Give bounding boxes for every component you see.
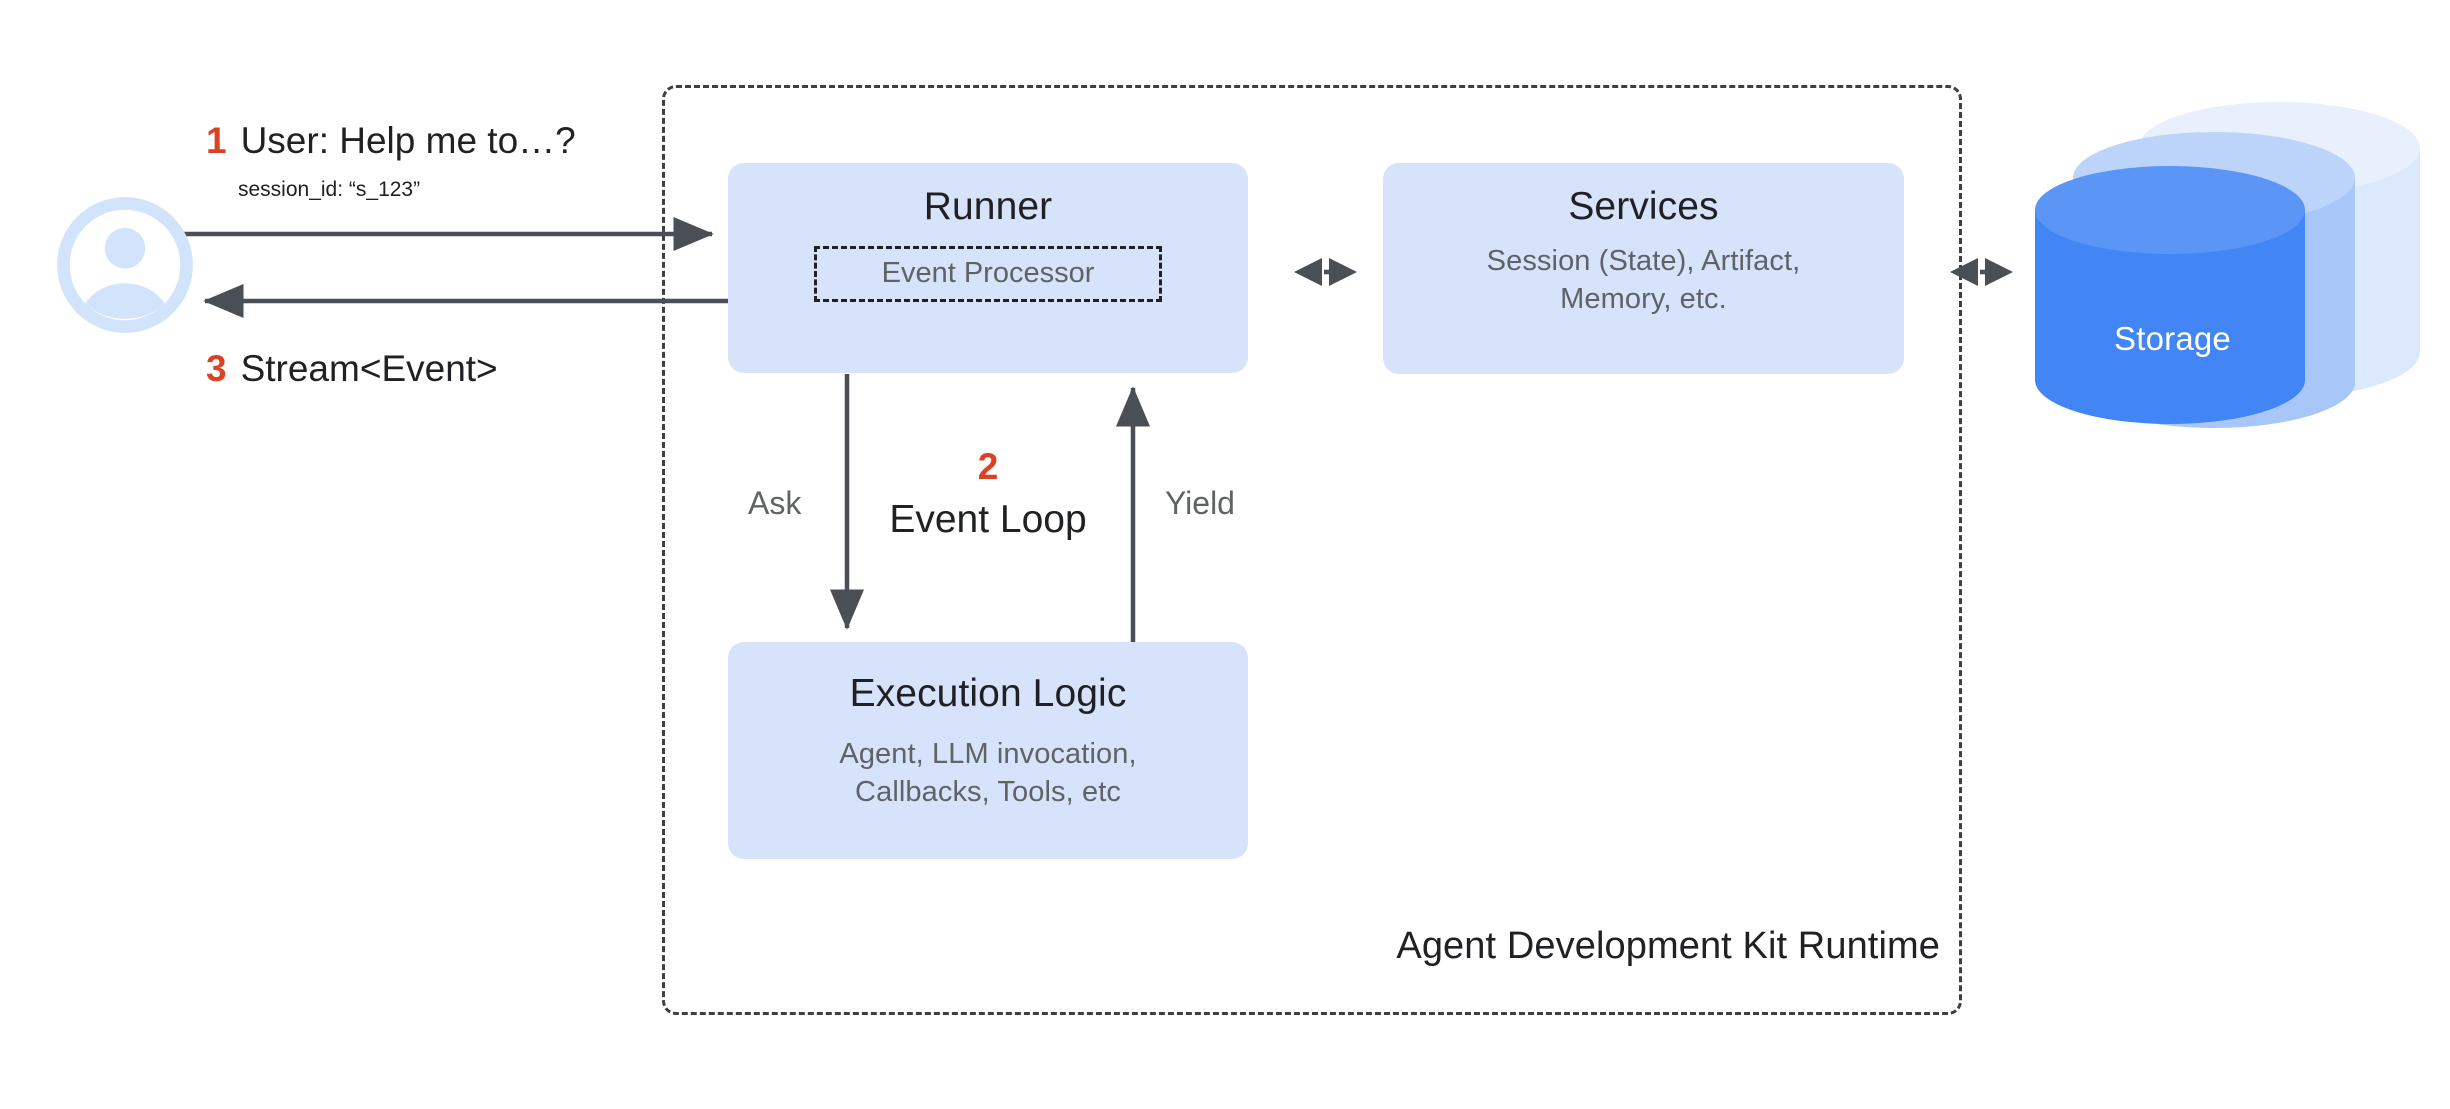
services-node[interactable]: Services Session (State), Artifact, Memo… [1383,163,1904,374]
yield-edge-label: Yield [1165,485,1235,521]
stream-response-text: Stream<Event> [240,348,498,389]
event-processor-chip[interactable]: Event Processor [814,245,1162,302]
event-loop-annotation: 2 Event Loop [855,448,1121,542]
event-processor-label: Event Processor [881,257,1095,290]
execution-logic-title: Execution Logic [849,672,1127,715]
session-id-label: session_id: “s_123” [238,178,421,201]
step-number-1: 1 [206,120,227,161]
storage-label: Storage [2114,320,2231,357]
event-loop-label: Event Loop [889,498,1087,541]
step-number-2: 2 [977,446,999,487]
services-title: Services [1568,185,1719,228]
stream-response-label: 3 Stream<Event> [206,348,498,390]
runtime-title: Agent Development Kit Runtime [1396,925,1940,967]
execution-logic-node[interactable]: Execution Logic Agent, LLM invocation, C… [728,642,1248,859]
user-request-label: 1 User: Help me to…? [206,120,576,162]
step-number-3: 3 [206,348,227,389]
services-subtitle: Session (State), Artifact, Memory, etc. [1486,244,1801,316]
execution-logic-subtitle: Agent, LLM invocation, Callbacks, Tools,… [839,737,1137,809]
adk-runtime-boundary [662,85,1962,1015]
user-avatar-icon [57,197,193,333]
storage-cylinder-icon[interactable] [2030,100,2420,430]
runner-node[interactable]: Runner Event Processor [728,163,1248,373]
runner-title: Runner [923,185,1053,228]
ask-edge-label: Ask [748,485,802,521]
user-request-text: User: Help me to…? [240,120,576,161]
